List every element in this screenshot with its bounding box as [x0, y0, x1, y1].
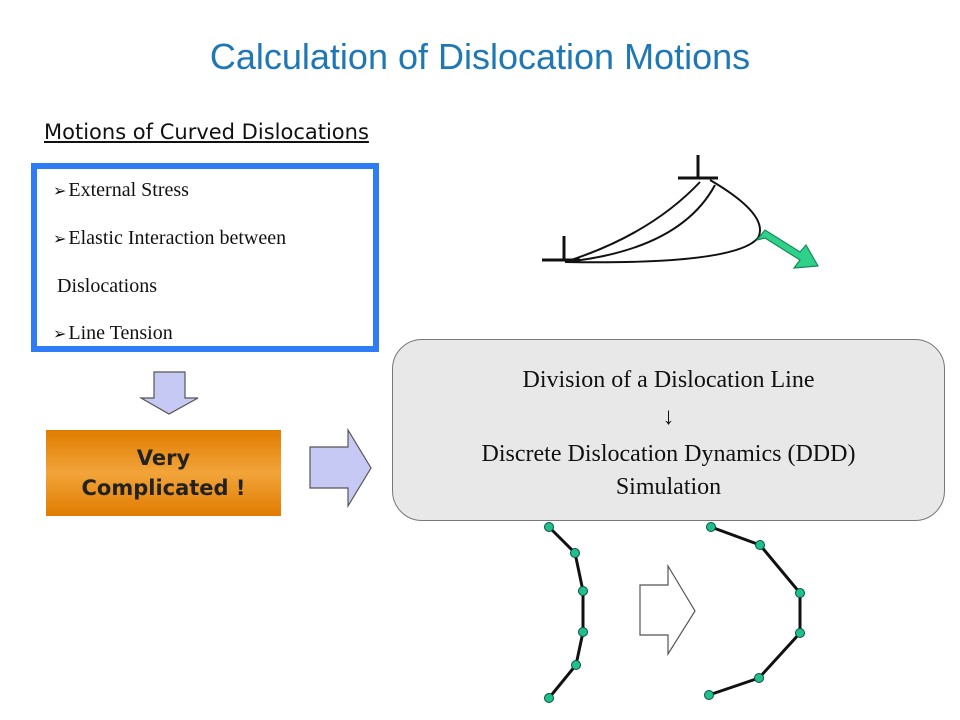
ddd-line-2: Discrete Dislocation Dynamics (DDD)	[481, 441, 856, 467]
bullet-item: ➢External Stress	[53, 179, 189, 202]
down-arrow-block-icon	[138, 371, 199, 415]
bullet-text: Dislocations	[57, 275, 157, 297]
ddd-box: Division of a Dislocation Line ↓ Discret…	[392, 339, 945, 521]
factors-box: ➢External Stress ➢Elastic Interaction be…	[31, 163, 379, 352]
bullet-text: Elastic Interaction between	[68, 227, 287, 249]
bullet-item: ➢Line Tension	[53, 322, 173, 345]
ddd-line-1: Division of a Dislocation Line	[522, 367, 815, 393]
warning-line-2: Complicated !	[81, 476, 246, 500]
segmented-line-after	[704, 522, 805, 700]
arrow-bullet-icon: ➢	[53, 183, 67, 200]
bullet-text: External Stress	[68, 179, 189, 201]
segmented-line-before	[544, 522, 588, 703]
arrow-bullet-icon: ➢	[53, 326, 67, 343]
motion-arrow-icon	[755, 229, 819, 269]
down-arrow-icon: ↓	[662, 404, 675, 430]
curved-dislocation-diagram	[542, 155, 761, 264]
subheading: Motions of Curved Dislocations	[44, 120, 369, 144]
right-arrow-outline-icon	[639, 563, 696, 657]
slide-title: Calculation of Dislocation Motions	[209, 36, 751, 77]
ddd-line-3: Simulation	[615, 474, 722, 500]
arrow-bullet-icon: ➢	[53, 231, 67, 248]
right-arrow-block-icon	[309, 427, 372, 509]
bullet-text: Line Tension	[68, 322, 173, 344]
bullet-item: ➢Elastic Interaction between	[53, 227, 286, 250]
bullet-continuation: Dislocations	[57, 275, 157, 298]
warning-line-1: Very	[136, 446, 191, 470]
